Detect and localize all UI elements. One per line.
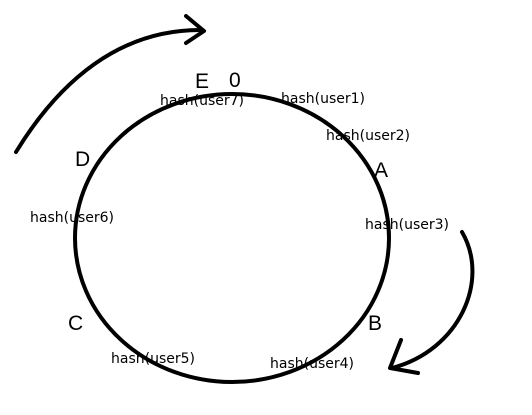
key-hash-user2: hash(user2)	[326, 128, 410, 144]
node-d: D	[75, 148, 91, 171]
outer-arrow-right-head	[388, 338, 420, 375]
hash-ring-circle	[73, 92, 391, 384]
node-c: C	[68, 312, 84, 335]
key-hash-user5: hash(user5)	[111, 351, 195, 367]
outer-arrow-right	[390, 230, 475, 370]
key-hash-user1: hash(user1)	[281, 91, 365, 107]
outer-arrow-top	[14, 28, 202, 154]
key-hash-user3: hash(user3)	[365, 217, 449, 233]
key-hash-user4: hash(user4)	[270, 356, 354, 372]
node-e: E	[195, 70, 210, 93]
node-b: B	[368, 312, 383, 335]
node-a: A	[374, 159, 389, 182]
key-hash-user6: hash(user6)	[30, 210, 114, 226]
key-hash-user7: hash(user7)	[160, 93, 244, 109]
ring-origin-zero: 0	[229, 69, 241, 92]
outer-arrow-top-head	[184, 14, 206, 45]
